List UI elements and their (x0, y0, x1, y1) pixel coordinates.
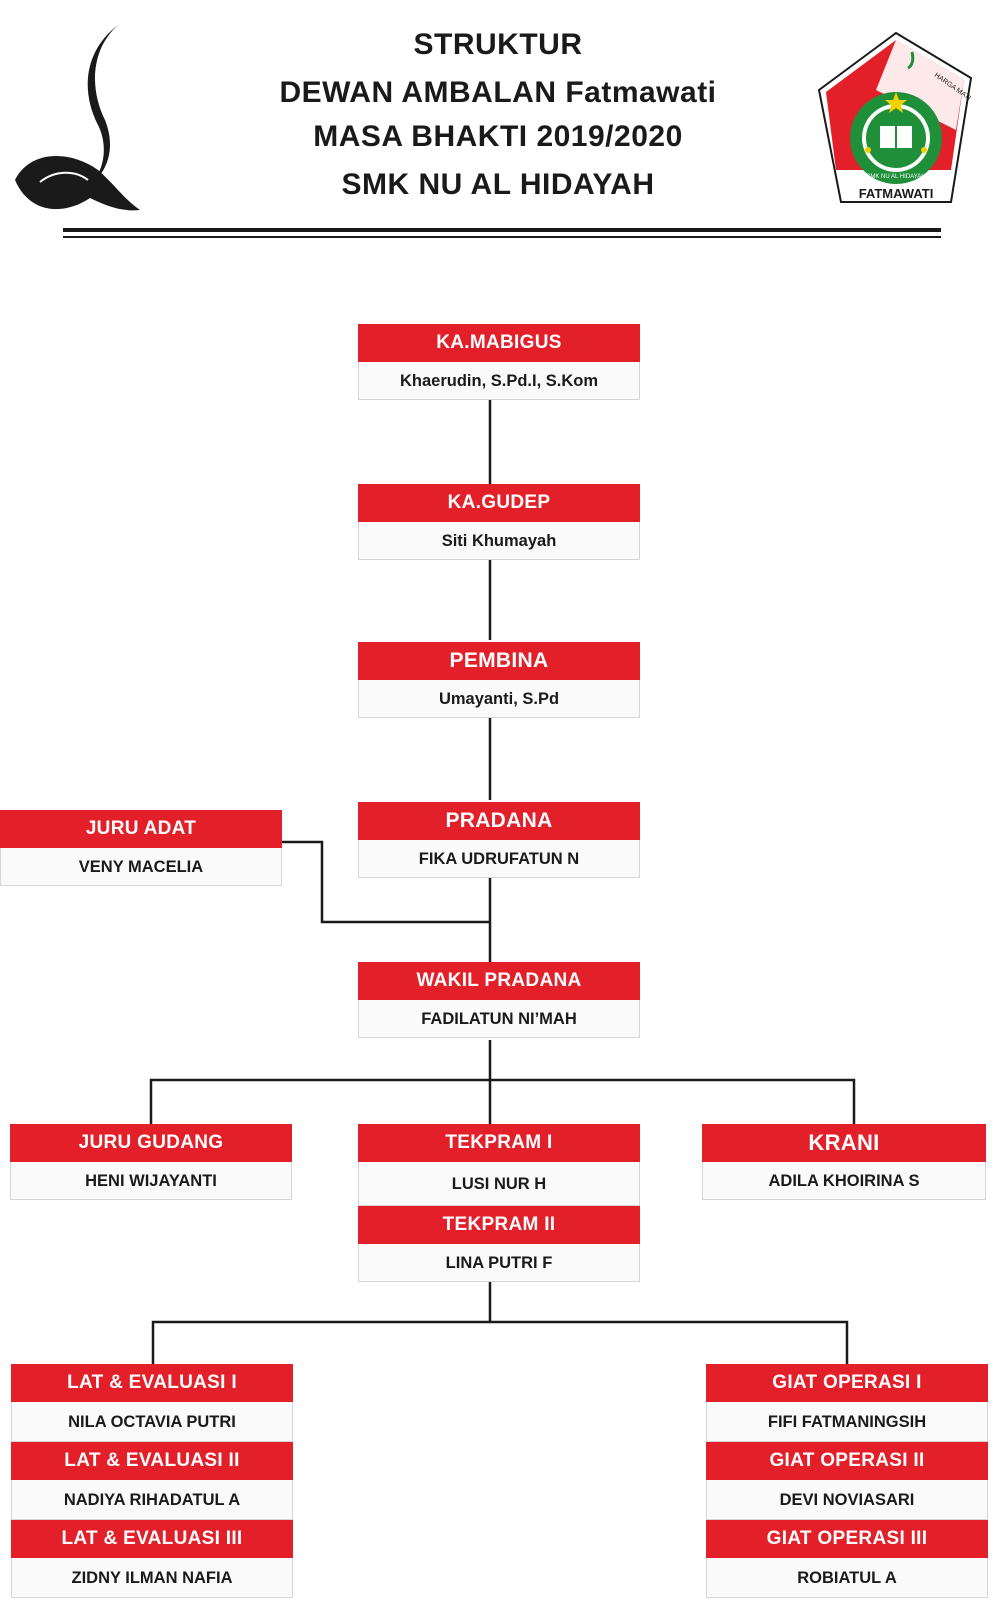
node-ka-mabigus-name: Khaerudin, S.Pd.I, S.Kom (358, 362, 640, 400)
node-tekpram-1-name: LUSI NUR H (358, 1162, 640, 1206)
node-lat-evaluasi-2-title: LAT & EVALUASI II (11, 1442, 293, 1480)
node-pembina-title: PEMBINA (358, 642, 640, 680)
node-giat-operasi: GIAT OPERASI I FIFI FATMANINGSIH GIAT OP… (706, 1364, 988, 1598)
title-line-4: SMK NU AL HIDAYAH (341, 168, 655, 201)
node-juru-adat-name: VENY MACELIA (0, 848, 282, 886)
header-divider-thin (63, 236, 941, 238)
node-ka-gudep: KA.GUDEP Siti Khumayah (358, 484, 640, 560)
node-krani-title: KRANI (702, 1124, 986, 1162)
node-ka-gudep-title: KA.GUDEP (358, 484, 640, 522)
node-juru-adat-title: JURU ADAT (0, 810, 282, 848)
tunas-kelapa-logo (10, 20, 150, 225)
title-line-1: STRUKTUR (413, 28, 583, 61)
node-giat-operasi-3-name: ROBIATUL A (706, 1558, 988, 1598)
node-ka-mabigus: KA.MABIGUS Khaerudin, S.Pd.I, S.Kom (358, 324, 640, 400)
node-pradana: PRADANA FIKA UDRUFATUN N (358, 802, 640, 878)
crest-ring-text: SMK NU AL HIDAYAH (866, 174, 925, 180)
title-line-2: DEWAN AMBALAN Fatmawati (279, 76, 717, 109)
node-pembina-name: Umayanti, S.Pd (358, 680, 640, 718)
node-giat-operasi-1-title: GIAT OPERASI I (706, 1364, 988, 1402)
node-giat-operasi-2-title: GIAT OPERASI II (706, 1442, 988, 1480)
node-lat-evaluasi: LAT & EVALUASI I NILA OCTAVIA PUTRI LAT … (11, 1364, 293, 1598)
node-giat-operasi-3-title: GIAT OPERASI III (706, 1520, 988, 1558)
node-tekpram-2-name: LINA PUTRI F (358, 1244, 640, 1282)
node-wakil-pradana: WAKIL PRADANA FADILATUN NI’MAH (358, 962, 640, 1038)
node-juru-gudang-name: HENI WIJAYANTI (10, 1162, 292, 1200)
tunas-kelapa-icon (15, 25, 140, 211)
title-line-3: MASA BHAKTI 2019/2020 (313, 120, 683, 153)
fatmawati-crest-icon: HARGA MATI SMK NU AL HIDAYAH FATMAWATI (817, 31, 973, 203)
node-juru-gudang: JURU GUDANG HENI WIJAYANTI (10, 1124, 292, 1200)
node-pembina: PEMBINA Umayanti, S.Pd (358, 642, 640, 718)
node-tekpram: TEKPRAM I LUSI NUR H TEKPRAM II LINA PUT… (358, 1124, 640, 1282)
node-tekpram-2-title: TEKPRAM II (358, 1206, 640, 1244)
node-ka-gudep-name: Siti Khumayah (358, 522, 640, 560)
crest-label: FATMAWATI (859, 186, 934, 201)
node-pradana-title: PRADANA (358, 802, 640, 840)
node-pradana-name: FIKA UDRUFATUN N (358, 840, 640, 878)
node-krani: KRANI ADILA KHOIRINA S (702, 1124, 986, 1200)
node-krani-name: ADILA KHOIRINA S (702, 1162, 986, 1200)
node-wakil-pradana-name: FADILATUN NI’MAH (358, 1000, 640, 1038)
fatmawati-crest-logo: HARGA MATI SMK NU AL HIDAYAH FATMAWATI (816, 30, 976, 215)
node-lat-evaluasi-3-name: ZIDNY ILMAN NAFIA (11, 1558, 293, 1598)
header-divider-thick (63, 228, 941, 232)
node-lat-evaluasi-1-name: NILA OCTAVIA PUTRI (11, 1402, 293, 1442)
node-giat-operasi-2-name: DEVI NOVIASARI (706, 1480, 988, 1520)
node-ka-mabigus-title: KA.MABIGUS (358, 324, 640, 362)
node-lat-evaluasi-3-title: LAT & EVALUASI III (11, 1520, 293, 1558)
node-juru-adat: JURU ADAT VENY MACELIA (0, 810, 282, 886)
node-juru-gudang-title: JURU GUDANG (10, 1124, 292, 1162)
node-lat-evaluasi-2-name: NADIYA RIHADATUL A (11, 1480, 293, 1520)
node-lat-evaluasi-1-title: LAT & EVALUASI I (11, 1364, 293, 1402)
node-tekpram-1-title: TEKPRAM I (358, 1124, 640, 1162)
node-wakil-pradana-title: WAKIL PRADANA (358, 962, 640, 1000)
node-giat-operasi-1-name: FIFI FATMANINGSIH (706, 1402, 988, 1442)
